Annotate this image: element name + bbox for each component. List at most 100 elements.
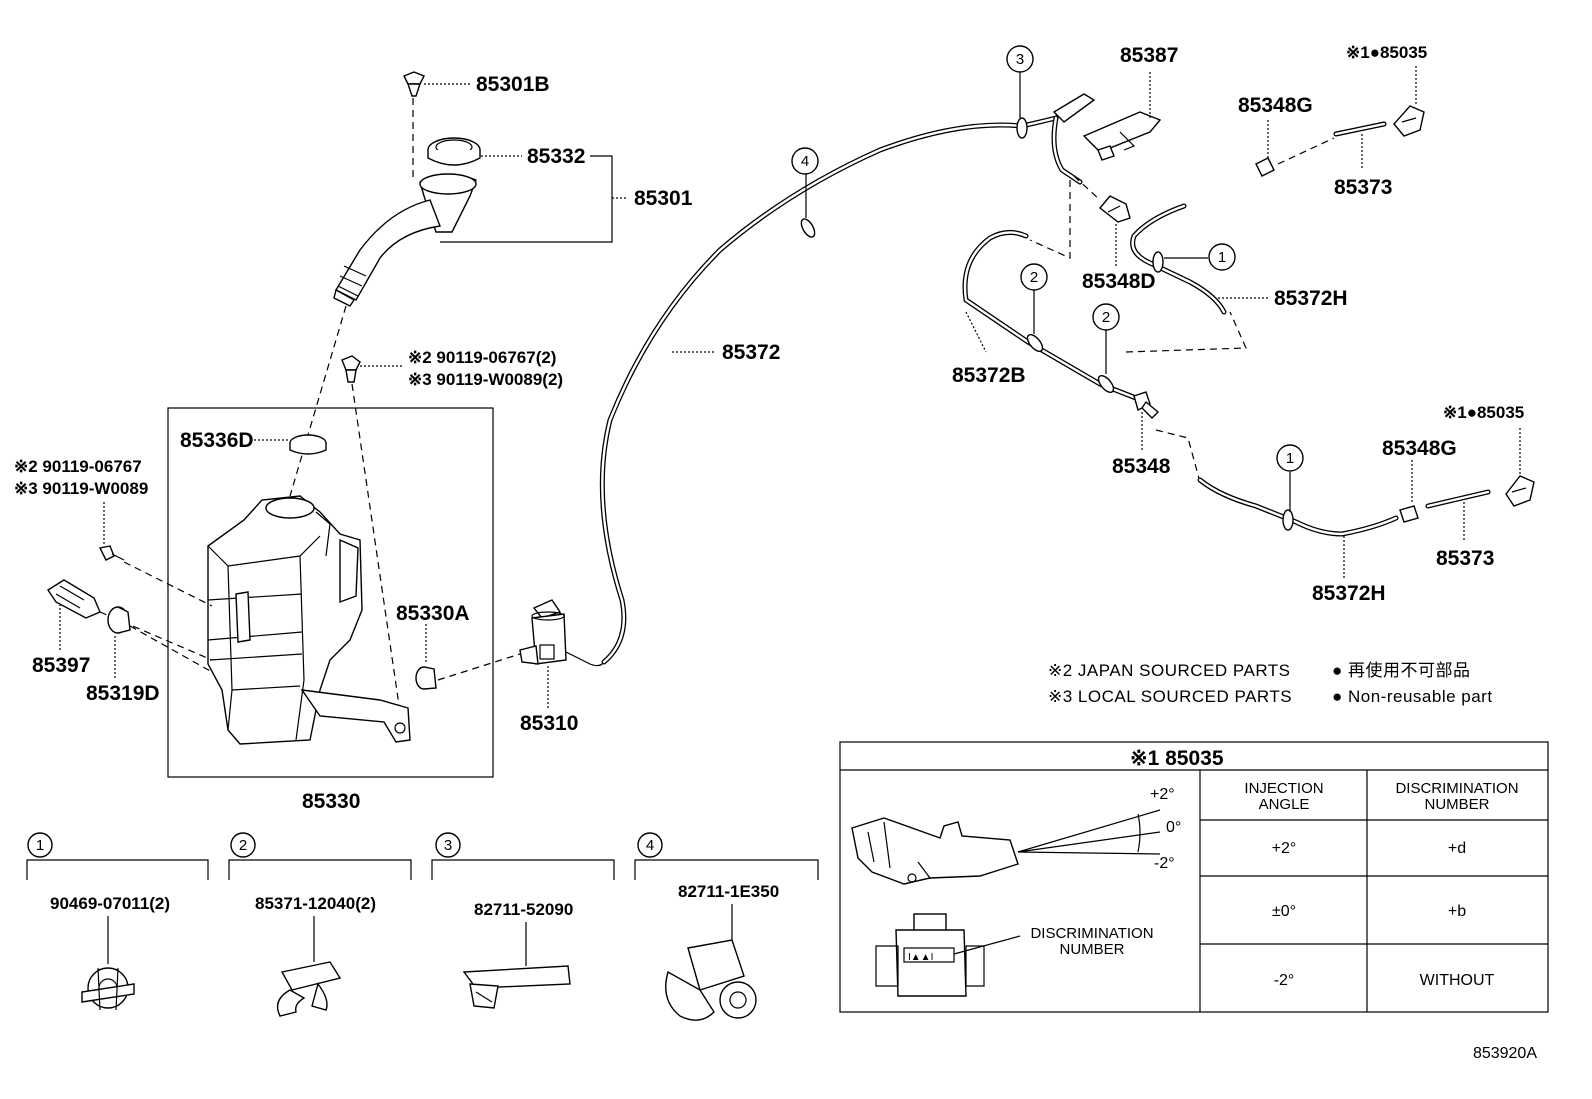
label-85348D: 85348D bbox=[1082, 270, 1156, 293]
filler-pipe-group: 85301B 85332 85301 bbox=[289, 71, 693, 497]
callout-2-b bbox=[1092, 303, 1120, 331]
svg-text:1: 1 bbox=[1286, 450, 1294, 467]
label-85348G-bottom: 85348G bbox=[1382, 437, 1457, 460]
nozzle-marking-icon: I▲▲I bbox=[875, 913, 1021, 997]
grommet-85319D-icon bbox=[107, 606, 131, 634]
svg-text:3: 3 bbox=[444, 837, 452, 854]
legend-nonreuse-en: ● Non-reusable part bbox=[1332, 687, 1493, 706]
clip-1-icon bbox=[81, 967, 135, 1011]
clip-4-part: 82711-1E350 bbox=[678, 882, 779, 901]
callout-1-b bbox=[1276, 444, 1304, 472]
figure-id: 853920A bbox=[1473, 1045, 1537, 1062]
label-85035-bottom: ※1●85035 bbox=[1443, 403, 1524, 422]
label-85035-top: ※1●85035 bbox=[1346, 43, 1427, 62]
disc-label-1: DISCRIMINATION bbox=[1030, 925, 1153, 942]
tank-assembly-box bbox=[167, 407, 494, 778]
label-85372B: 85372B bbox=[952, 364, 1026, 387]
hose-85373-top-icon bbox=[1333, 121, 1387, 137]
label-85348G-top: 85348G bbox=[1238, 94, 1313, 117]
svg-text:2: 2 bbox=[1030, 269, 1038, 286]
col-disc-2: NUMBER bbox=[1424, 796, 1489, 813]
row-1-angle: +2° bbox=[1272, 840, 1297, 857]
callout-3-main bbox=[1006, 45, 1034, 73]
col-injection-1: INJECTION bbox=[1244, 780, 1323, 797]
label-85372: 85372 bbox=[722, 341, 780, 364]
clip-85301B-icon bbox=[403, 71, 425, 97]
pump-85310-icon bbox=[519, 599, 605, 667]
joint-85348G-bottom-icon bbox=[1399, 505, 1419, 523]
label-85373-top: 85373 bbox=[1334, 176, 1392, 199]
nozzle-angle-icon bbox=[851, 809, 1161, 885]
label-85372H-top: 85372H bbox=[1274, 287, 1348, 310]
bolt-top-icon bbox=[341, 355, 361, 383]
label-85336D: 85336D bbox=[180, 429, 254, 452]
hose-85372H-bottom-icon bbox=[1197, 477, 1399, 537]
label-85330: 85330 bbox=[302, 790, 360, 813]
row-3-disc: WITHOUT bbox=[1420, 972, 1495, 989]
bolt-side-icon bbox=[98, 545, 125, 561]
angle-plus-label: +2° bbox=[1150, 786, 1175, 803]
label-85372H-bottom: 85372H bbox=[1312, 582, 1386, 605]
label-85387: 85387 bbox=[1120, 44, 1178, 67]
label-85319D: 85319D bbox=[86, 682, 160, 705]
nozzle-bracket-85387-icon bbox=[1082, 111, 1162, 161]
svg-text:4: 4 bbox=[646, 837, 654, 854]
label-85310: 85310 bbox=[520, 712, 578, 735]
label-85373-bottom: 85373 bbox=[1436, 547, 1494, 570]
svg-text:2: 2 bbox=[239, 837, 247, 854]
label-85330A: 85330A bbox=[396, 602, 470, 625]
filler-neck-icon bbox=[333, 173, 477, 307]
clip-2-icon bbox=[276, 961, 342, 1017]
level-sensor-85397-icon bbox=[47, 579, 101, 619]
legend-japan: ※2 JAPAN SOURCED PARTS bbox=[1048, 661, 1291, 680]
hose-branch-icon bbox=[1051, 93, 1096, 185]
angle-zero-label: 0° bbox=[1166, 819, 1181, 836]
svg-text:I▲▲I: I▲▲I bbox=[908, 952, 933, 963]
legend-local: ※3 LOCAL SOURCED PARTS bbox=[1048, 687, 1292, 706]
col-disc-1: DISCRIMINATION bbox=[1395, 780, 1518, 797]
label-85397: 85397 bbox=[32, 654, 90, 677]
svg-text:1: 1 bbox=[1218, 249, 1226, 266]
callout-4-main bbox=[791, 147, 819, 175]
col-injection-2: ANGLE bbox=[1259, 796, 1310, 813]
grommet-85330A-icon bbox=[415, 666, 437, 690]
nozzle-table-title: ※1 85035 bbox=[1130, 747, 1224, 770]
row-1-disc: +d bbox=[1448, 840, 1466, 857]
nozzle-85035-top-icon bbox=[1393, 105, 1425, 137]
legend-nonreuse-jp: ● 再使用不可部品 bbox=[1332, 660, 1471, 680]
clip-1-part: 90469-07011(2) bbox=[50, 894, 170, 913]
callout-1-a bbox=[1208, 243, 1236, 271]
cap-85332-icon bbox=[427, 137, 481, 166]
clip-3-icon bbox=[462, 965, 571, 1009]
label-85301B: 85301B bbox=[476, 73, 550, 96]
label-bolt-jp: ※2 90119-06767 bbox=[14, 457, 142, 476]
row-2-angle: ±0° bbox=[1272, 903, 1296, 920]
label-85332: 85332 bbox=[527, 145, 585, 168]
joint-85348G-top-icon bbox=[1255, 157, 1275, 177]
clip-4-icon bbox=[665, 939, 757, 1021]
washer-tank-icon bbox=[207, 495, 411, 745]
joint-85348D-icon bbox=[1098, 195, 1131, 223]
svg-text:3: 3 bbox=[1016, 51, 1024, 68]
clip-3-part: 82711-52090 bbox=[474, 900, 573, 919]
clips-row: 1 90469-07011(2) 2 85371-12040(2) 3 8271… bbox=[26, 832, 819, 1021]
grommet-85336D-icon bbox=[289, 434, 327, 455]
hose-85372H-top-icon bbox=[1130, 203, 1227, 315]
tee-85348-icon bbox=[1133, 391, 1160, 419]
clip-2-part: 85371-12040(2) bbox=[255, 894, 376, 913]
svg-text:4: 4 bbox=[801, 153, 809, 170]
svg-text:1: 1 bbox=[36, 837, 44, 854]
nozzle-table: ※1 85035 INJECTION ANGLE DISCRIMINATION … bbox=[839, 741, 1549, 1013]
label-bolt-local: ※3 90119-W0089 bbox=[14, 479, 148, 498]
row-2-disc: +b bbox=[1448, 903, 1466, 920]
hose-85373-bottom-icon bbox=[1425, 489, 1491, 509]
callout-2-a bbox=[1020, 263, 1048, 291]
label-85301: 85301 bbox=[634, 187, 693, 210]
label-85348: 85348 bbox=[1112, 455, 1171, 478]
hose-85372B-icon bbox=[962, 230, 1139, 401]
angle-minus-label: -2° bbox=[1154, 855, 1175, 872]
disc-label-2: NUMBER bbox=[1059, 941, 1124, 958]
svg-text:2: 2 bbox=[1102, 309, 1110, 326]
label-bolt-jp-2: ※2 90119-06767(2) bbox=[408, 348, 556, 367]
